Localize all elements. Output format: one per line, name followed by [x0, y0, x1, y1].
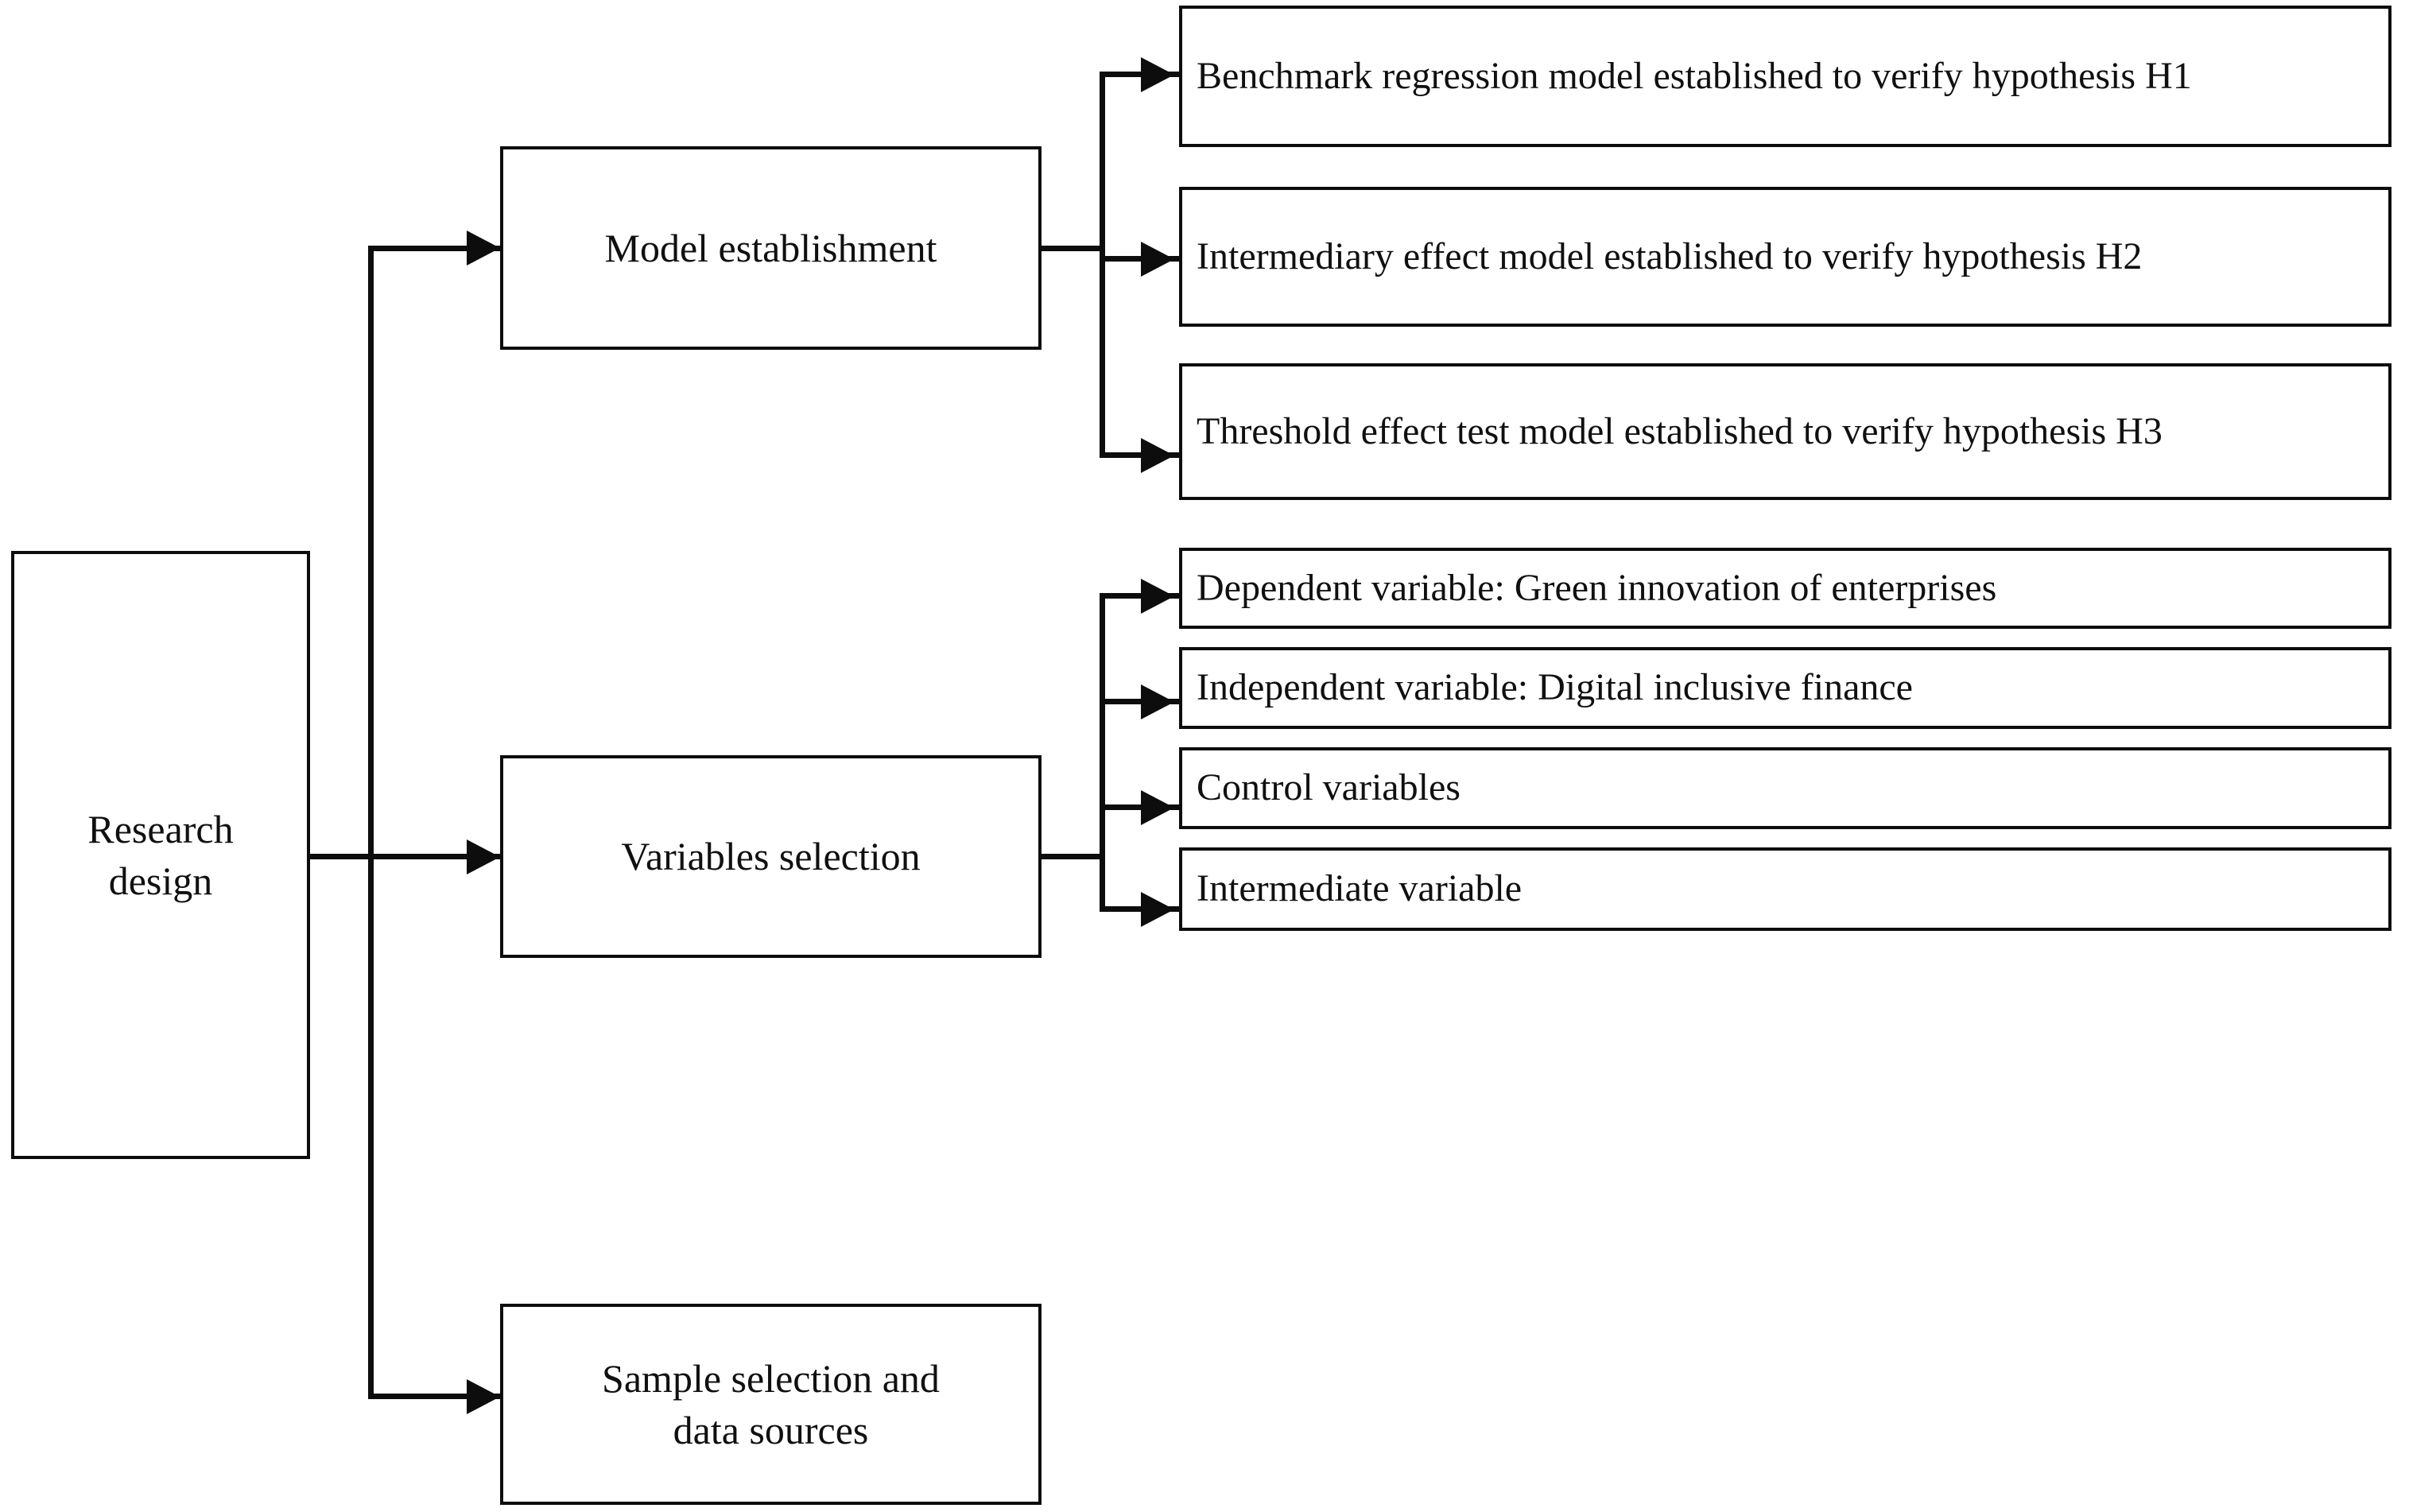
node-intermediate-variable[interactable]: Intermediate variable: [1179, 847, 2392, 931]
edge-root-to-variables: [368, 854, 535, 859]
edge-variables-stub: [1040, 854, 1105, 859]
node-variables-selection[interactable]: Variables selection: [500, 755, 1042, 958]
node-threshold-effect-test-model-label: Threshold effect test model established …: [1197, 409, 2163, 452]
arrowhead-variables-to-intermediate: [1141, 892, 1174, 927]
edge-root-stub: [310, 854, 374, 859]
node-intermediary-effect-model-label: Intermediary effect model established to…: [1197, 235, 2143, 277]
node-intermediary-effect-model[interactable]: Intermediary effect model established to…: [1179, 187, 2392, 327]
node-research-design-line2: design: [108, 858, 213, 903]
node-control-variables-label: Control variables: [1197, 766, 1461, 809]
arrowhead-root-to-sample: [467, 1379, 500, 1414]
node-model-establishment-label: Model establishment: [604, 225, 937, 270]
arrowhead-model-to-h3: [1141, 438, 1174, 473]
node-dependent-variable-label: Dependent variable: Green innovation of …: [1197, 566, 1997, 609]
edge-root-to-sample: [368, 1394, 535, 1399]
edge-model-trunk: [1100, 72, 1105, 458]
node-sample-selection-line1: Sample selection and: [602, 1355, 940, 1401]
arrowhead-root-to-model: [467, 231, 500, 266]
node-intermediate-variable-label: Intermediate variable: [1197, 867, 1523, 910]
edge-model-stub: [1040, 246, 1105, 251]
node-sample-selection-line2: data sources: [673, 1407, 869, 1452]
arrowhead-model-to-h2: [1141, 242, 1174, 277]
edge-root-to-model: [368, 246, 535, 251]
node-threshold-effect-test-model[interactable]: Threshold effect test model established …: [1179, 363, 2392, 500]
node-control-variables[interactable]: Control variables: [1179, 747, 2392, 829]
node-variables-selection-label: Variables selection: [621, 834, 921, 878]
edge-variables-trunk: [1100, 593, 1105, 911]
node-research-design-label: Research design: [14, 804, 307, 907]
node-dependent-variable[interactable]: Dependent variable: Green innovation of …: [1179, 548, 2392, 629]
node-benchmark-regression-model-label: Benchmark regression model established t…: [1197, 54, 2192, 97]
arrowhead-model-to-h1: [1141, 57, 1174, 92]
arrowhead-variables-to-dependent: [1141, 579, 1174, 614]
node-sample-selection[interactable]: Sample selection and data sources: [500, 1304, 1042, 1505]
node-research-design-line1: Research: [87, 806, 234, 851]
node-model-establishment[interactable]: Model establishment: [500, 146, 1042, 350]
arrowhead-root-to-variables: [467, 839, 500, 874]
node-independent-variable-label: Independent variable: Digital inclusive …: [1197, 666, 1913, 709]
arrowhead-variables-to-control: [1141, 790, 1174, 825]
node-research-design[interactable]: Research design: [11, 551, 310, 1159]
node-sample-selection-label: Sample selection and data sources: [503, 1353, 1038, 1456]
node-independent-variable[interactable]: Independent variable: Digital inclusive …: [1179, 647, 2392, 729]
arrowhead-variables-to-independent: [1141, 684, 1174, 719]
edge-root-trunk: [368, 248, 374, 1399]
node-benchmark-regression-model[interactable]: Benchmark regression model established t…: [1179, 6, 2392, 147]
